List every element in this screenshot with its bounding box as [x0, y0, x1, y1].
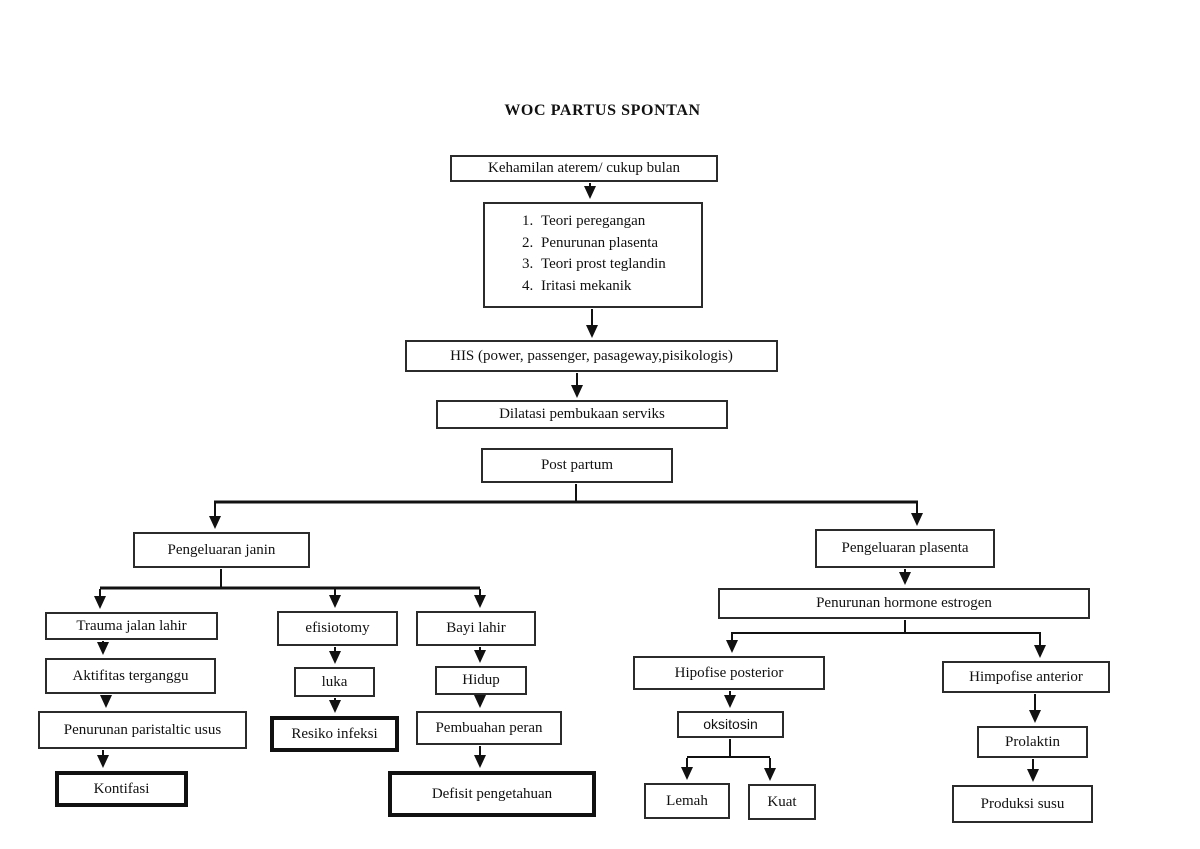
- node-his: HIS (power, passenger, pasageway,pisikol…: [405, 340, 778, 372]
- node-hidup: Hidup: [435, 666, 527, 695]
- node-defisit-pengetahuan: Defisit pengetahuan: [388, 771, 596, 817]
- node-dilatasi-serviks: Dilatasi pembukaan serviks: [436, 400, 728, 429]
- node-kehamilan-aterem: Kehamilan aterem/ cukup bulan: [450, 155, 718, 182]
- teori-item-3: Teori prost teglandin: [537, 256, 666, 273]
- node-oksitosin: oksitosin: [677, 711, 784, 738]
- node-bayi-lahir: Bayi lahir: [416, 611, 536, 646]
- node-pengeluaran-janin: Pengeluaran janin: [133, 532, 310, 568]
- node-produksi-susu: Produksi susu: [952, 785, 1093, 823]
- node-hipofise-posterior: Hipofise posterior: [633, 656, 825, 690]
- node-teori-list: Teori peregangan Penurunan plasenta Teor…: [483, 202, 703, 308]
- page-title: WOC PARTUS SPONTAN: [504, 102, 701, 119]
- node-kontifasi: Kontifasi: [55, 771, 188, 807]
- node-pembuahan-peran: Pembuahan peran: [416, 711, 562, 745]
- node-prolaktin: Prolaktin: [977, 726, 1088, 758]
- node-penurunan-hormone-estrogen: Penurunan hormone estrogen: [718, 588, 1090, 619]
- node-kuat: Kuat: [748, 784, 816, 820]
- teori-item-4: Iritasi mekanik: [537, 278, 666, 295]
- node-trauma-jalan-lahir: Trauma jalan lahir: [45, 612, 218, 640]
- teori-item-1: Teori peregangan: [537, 213, 666, 230]
- node-aktifitas-terganggu: Aktifitas terganggu: [45, 658, 216, 694]
- node-luka: luka: [294, 667, 375, 697]
- teori-item-2: Penurunan plasenta: [537, 235, 666, 252]
- node-himpofise-anterior: Himpofise anterior: [942, 661, 1110, 693]
- teori-ordered-list: Teori peregangan Penurunan plasenta Teor…: [489, 213, 666, 299]
- node-pengeluaran-plasenta: Pengeluaran plasenta: [815, 529, 995, 568]
- node-efisiotomy: efisiotomy: [277, 611, 398, 646]
- node-penurunan-paristaltic: Penurunan paristaltic usus: [38, 711, 247, 749]
- node-lemah: Lemah: [644, 783, 730, 819]
- node-post-partum: Post partum: [481, 448, 673, 483]
- node-resiko-infeksi: Resiko infeksi: [270, 716, 399, 752]
